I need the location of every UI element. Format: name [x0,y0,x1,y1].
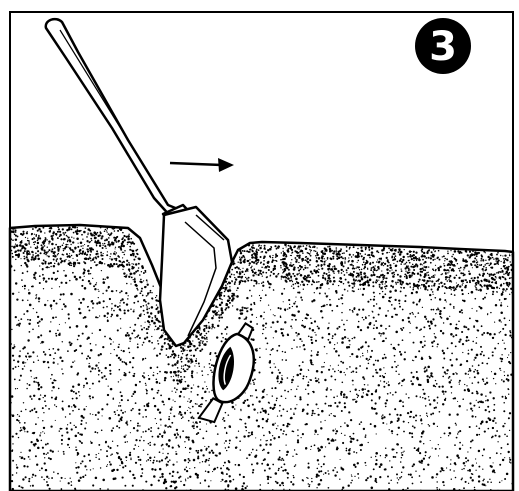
step-badge: 3 [415,18,471,74]
soil [9,225,514,491]
soil-surface [10,225,513,491]
step-number: 3 [429,24,457,70]
